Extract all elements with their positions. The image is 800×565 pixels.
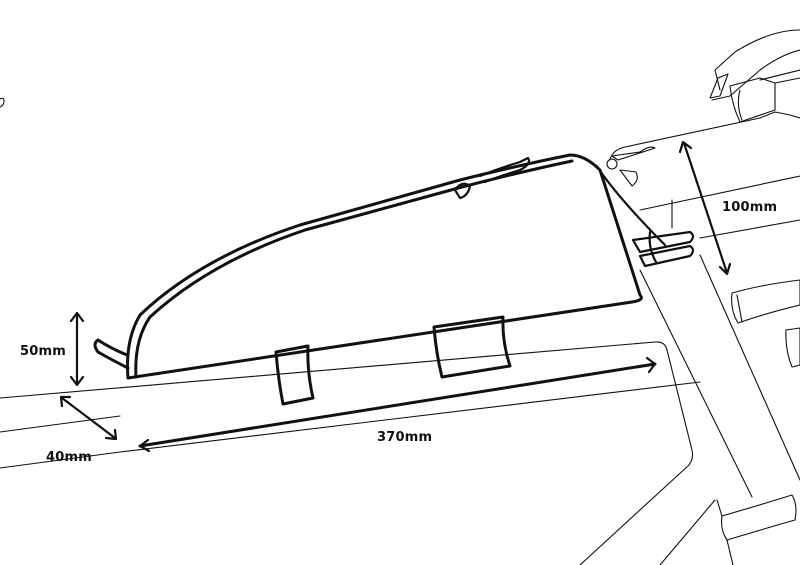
stem-top xyxy=(609,111,800,161)
bag-body xyxy=(126,153,643,380)
dimension-arrows xyxy=(59,140,732,453)
velcro-strap-rear xyxy=(274,344,315,406)
dimension-label-height: 50mm xyxy=(20,344,66,359)
front-strap-buckle xyxy=(631,230,695,254)
head-tube-left xyxy=(639,269,753,498)
arrow-40mm xyxy=(60,396,117,440)
zipper-pull-icon xyxy=(453,182,472,200)
headset-ring xyxy=(721,494,797,541)
handlebar xyxy=(714,29,800,91)
velcro-strap-front xyxy=(432,315,512,379)
bag-zipper-seam xyxy=(134,159,574,379)
top-tube-bag xyxy=(93,153,695,406)
rear-tab xyxy=(93,338,130,370)
dimension-label-width: 40mm xyxy=(46,450,92,465)
dimension-label-length: 370mm xyxy=(377,430,433,445)
arrow-100mm xyxy=(682,141,729,275)
bike-frame xyxy=(0,29,800,565)
top-tube-upper-edge xyxy=(0,341,694,565)
arrow-370mm xyxy=(138,362,657,448)
dimension-label-front-height: 100mm xyxy=(722,200,778,215)
